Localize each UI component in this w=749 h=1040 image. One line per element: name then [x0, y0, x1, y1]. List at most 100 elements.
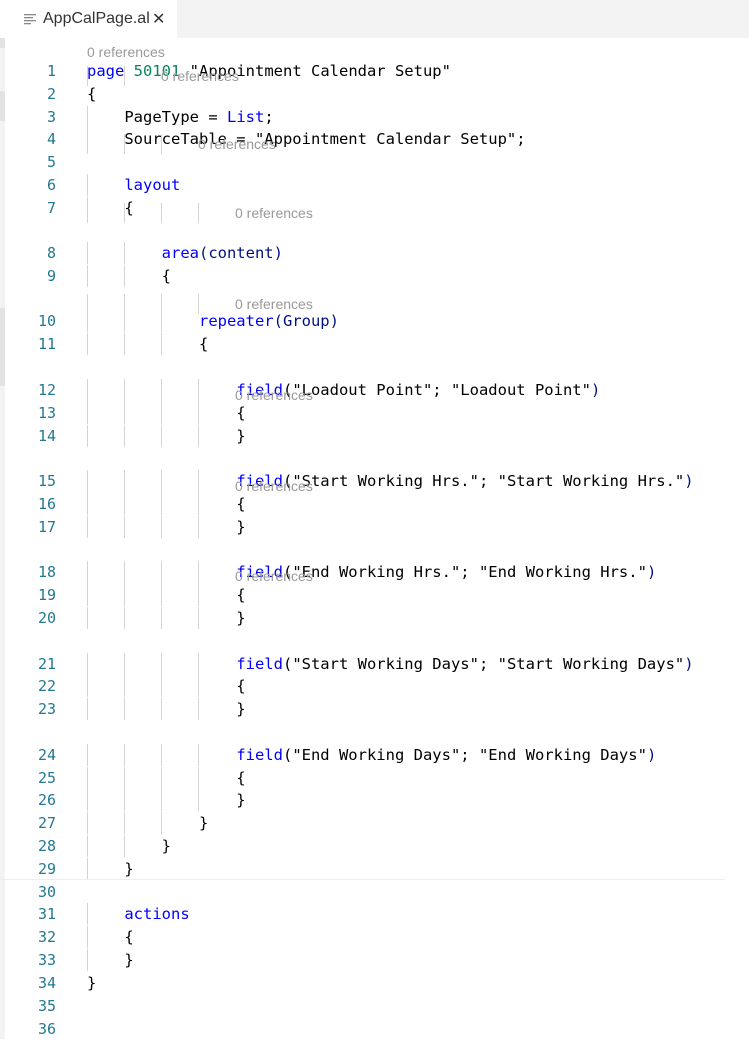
code-line[interactable]: 8 area(content) [0, 242, 749, 264]
indent-guide [124, 767, 125, 789]
code-line[interactable]: 25 { [0, 767, 749, 789]
code-line[interactable]: 29 } [0, 858, 749, 880]
code-text: { [87, 333, 208, 355]
codelens-references[interactable]: 0 references [235, 296, 313, 312]
indent-guide [87, 476, 88, 496]
code-line[interactable]: 13 { [0, 402, 749, 424]
indent-guide [87, 493, 88, 515]
tab-appcalpage[interactable]: AppCalPage.al ✕ [0, 0, 177, 38]
indent-guide [161, 333, 162, 355]
code-line[interactable]: 22 { [0, 675, 749, 697]
code-text: actions [87, 903, 189, 925]
code-line[interactable]: 17 } [0, 516, 749, 538]
close-icon[interactable]: ✕ [152, 9, 166, 28]
code-token: } [87, 814, 209, 832]
code-line[interactable]: 30 [0, 881, 749, 903]
indent-guide [161, 134, 162, 154]
code-line[interactable]: 9 { [0, 265, 749, 287]
line-number: 3 [46, 108, 56, 126]
indent-guide [124, 675, 125, 697]
code-token: { [87, 586, 246, 604]
number-token: 50101 [133, 62, 181, 80]
code-line[interactable]: 16 { [0, 493, 749, 515]
indent-guide [87, 566, 88, 586]
code-text: { [87, 493, 246, 515]
code-token: { [87, 495, 246, 513]
code-text: { [87, 767, 245, 789]
code-token: } [87, 837, 171, 855]
indent-guide [161, 425, 162, 447]
indent-guide [198, 294, 199, 314]
code-line[interactable]: 34} [0, 972, 749, 994]
code-line[interactable]: 21 field("Start Working Days"; "Start Wo… [0, 653, 749, 675]
indent-guide [124, 835, 125, 857]
code-line[interactable]: 14 } [0, 425, 749, 447]
codelens-references[interactable]: 0 references [198, 136, 276, 152]
indent-guide [161, 493, 162, 515]
line-number: 10 [37, 312, 56, 330]
codelens-references[interactable]: 0 references [87, 44, 165, 60]
code-line[interactable]: 11 { [0, 333, 749, 355]
code-token: ) [646, 746, 657, 764]
line-number: 9 [46, 267, 56, 285]
code-line[interactable]: 20 } [0, 607, 749, 629]
tab-label: AppCalPage.al [43, 10, 150, 27]
indent-guide [161, 566, 162, 586]
line-number: 16 [37, 495, 56, 513]
line-number: 5 [46, 153, 56, 171]
editor-gutter-strip [0, 38, 5, 1039]
codelens-references[interactable]: 0 references [235, 387, 313, 403]
gutter-change-mark [0, 91, 5, 121]
code-line[interactable]: 4 SourceTable = "Appointment Calendar Se… [0, 128, 749, 150]
code-line[interactable]: 31 actions [0, 903, 749, 925]
indent-guide [87, 294, 88, 314]
indent-guide [198, 516, 199, 538]
indent-guide [87, 858, 88, 880]
code-line[interactable]: 15 field("Start Working Hrs."; "Start Wo… [0, 470, 749, 492]
code-line[interactable]: 33 } [0, 949, 749, 971]
indent-guide [161, 812, 162, 834]
code-line[interactable]: 18 field("End Working Hrs."; "End Workin… [0, 561, 749, 583]
code-line[interactable]: 35 [0, 995, 749, 1017]
code-line[interactable]: 5 [0, 151, 749, 173]
code-text: } [87, 607, 245, 629]
codelens-references[interactable]: 0 references [235, 205, 313, 221]
indent-guide [124, 203, 125, 223]
code-line[interactable]: 7 { [0, 197, 749, 219]
indent-guide [124, 698, 125, 720]
code-line[interactable]: 3 PageType = List; [0, 106, 749, 128]
indent-guide [198, 493, 199, 515]
code-line[interactable]: 32 { [0, 926, 749, 948]
indent-guide [161, 402, 162, 424]
codelens-references[interactable]: 0 references [161, 68, 239, 84]
line-number: 7 [46, 199, 56, 217]
code-text: field("End Working Hrs."; "End Working H… [87, 561, 656, 583]
indent-guide [87, 203, 88, 223]
indent-guide [198, 584, 199, 606]
code-line[interactable]: 2{ [0, 83, 749, 105]
editor-tab-bar: AppCalPage.al ✕ [0, 0, 749, 38]
line-number: 8 [46, 244, 56, 262]
codelens-references[interactable]: 0 references [235, 478, 313, 494]
code-line[interactable]: 10 repeater(Group) [0, 310, 749, 332]
code-line[interactable]: 27 } [0, 812, 749, 834]
code-line[interactable]: 23 } [0, 698, 749, 720]
indent-guide [124, 493, 125, 515]
gutter-change-mark [0, 356, 5, 386]
code-line[interactable]: 12 field("Loadout Point"; "Loadout Point… [0, 379, 749, 401]
code-text: repeater(Group) [87, 310, 339, 332]
code-line[interactable]: 26 } [0, 789, 749, 811]
line-number: 6 [46, 176, 56, 194]
codelens-references[interactable]: 0 references [235, 568, 313, 584]
code-token: } [87, 974, 97, 992]
code-text: area(content) [87, 242, 283, 264]
code-line[interactable]: 36 [0, 1018, 749, 1040]
code-line[interactable]: 28 } [0, 835, 749, 857]
indent-guide [124, 789, 125, 811]
code-token: ("End Working Hrs."; "End Working Hrs." [282, 563, 647, 581]
code-line[interactable]: 19 { [0, 584, 749, 606]
code-line[interactable]: 6 layout [0, 174, 749, 196]
code-line[interactable]: 24 field("End Working Days"; "End Workin… [0, 744, 749, 766]
